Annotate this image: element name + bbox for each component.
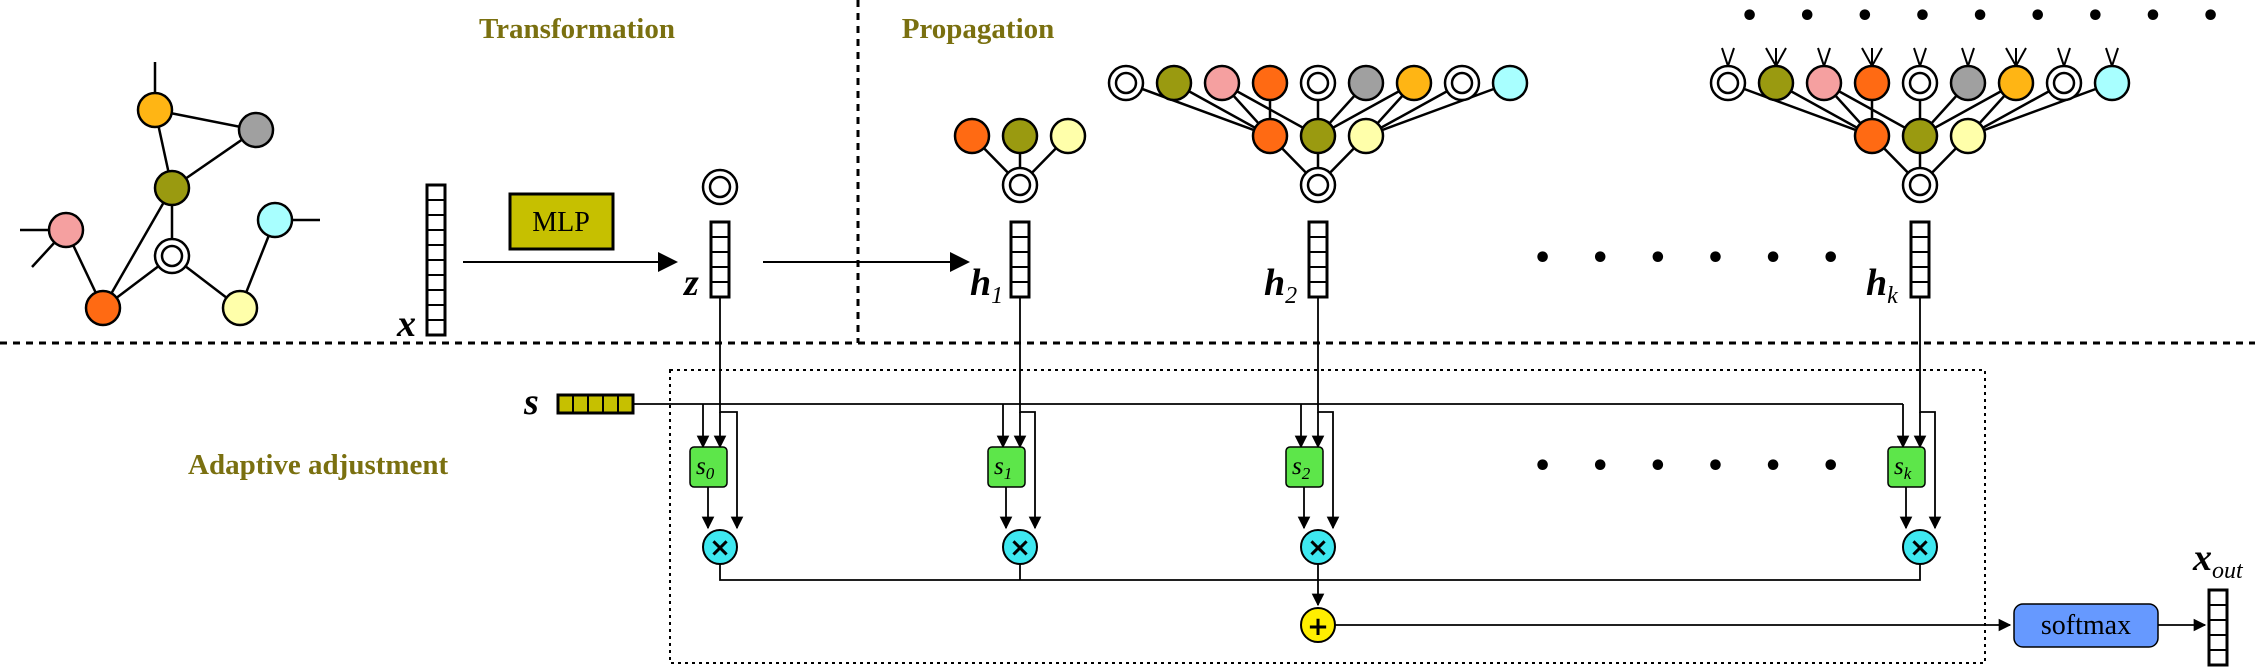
h2-tree bbox=[1107, 64, 1529, 204]
h1-vector bbox=[1009, 220, 1031, 299]
graph-node bbox=[47, 211, 85, 249]
h2-label: h2 bbox=[1264, 262, 1297, 309]
target-node bbox=[153, 237, 191, 275]
z-label: z bbox=[682, 262, 699, 304]
h2-vector bbox=[1307, 220, 1329, 299]
s-to-multiply bbox=[701, 487, 1913, 530]
svg-text:×: × bbox=[1009, 533, 1031, 563]
svg-text:s0: s0 bbox=[696, 453, 715, 483]
graph-node bbox=[221, 289, 259, 327]
ellipsis-propagation: • • • • • • bbox=[1533, 241, 1854, 276]
s-node-1: s1 bbox=[987, 446, 1026, 488]
s-node-2: s2 bbox=[1285, 446, 1324, 488]
svg-text:×: × bbox=[1307, 533, 1329, 563]
sum-bus bbox=[719, 564, 1921, 607]
z-node bbox=[701, 168, 739, 206]
input-graph-nodes bbox=[47, 91, 294, 327]
graph-node bbox=[256, 201, 294, 239]
xout-label: xout bbox=[2192, 537, 2244, 584]
hk-vector bbox=[1909, 220, 1931, 299]
x-label: x bbox=[396, 303, 416, 345]
mlp-box bbox=[508, 192, 615, 251]
svg-text:+: + bbox=[1307, 612, 1329, 642]
add-operator: + bbox=[1300, 607, 1336, 643]
graph-node bbox=[136, 91, 174, 129]
xout-vector bbox=[2207, 588, 2229, 667]
graph-node bbox=[153, 169, 191, 207]
hk-tree-fringe bbox=[1721, 47, 2119, 67]
multiply-1: × bbox=[1002, 529, 1038, 565]
svg-text:×: × bbox=[1909, 533, 1931, 563]
svg-text:sk: sk bbox=[1894, 453, 1912, 483]
h1-tree bbox=[953, 117, 1087, 204]
multiply-2: × bbox=[1300, 529, 1336, 565]
mlp-label: MLP bbox=[532, 207, 590, 238]
s-label: s bbox=[523, 381, 539, 423]
x-vector bbox=[425, 183, 447, 337]
s-node-0: s0 bbox=[689, 446, 728, 488]
graph-node bbox=[84, 289, 122, 327]
multiply-k: × bbox=[1902, 529, 1938, 565]
adaptive-adjustment-title: Adaptive adjustment bbox=[188, 449, 449, 481]
ellipsis-top: • • • • • • • • • • • bbox=[1740, 0, 2255, 34]
h1-label: h1 bbox=[970, 262, 1003, 309]
h-feeds bbox=[713, 297, 1942, 530]
ellipsis-adjustment: • • • • • • bbox=[1533, 449, 1854, 484]
transformation-title: Transformation bbox=[479, 13, 675, 45]
svg-text:×: × bbox=[709, 533, 731, 563]
hk-label: hk bbox=[1866, 262, 1898, 309]
softmax-label: softmax bbox=[2041, 610, 2131, 641]
propagation-title: Propagation bbox=[902, 13, 1055, 45]
svg-text:s1: s1 bbox=[994, 453, 1012, 483]
s-vector bbox=[556, 393, 635, 415]
hk-tree-nodes bbox=[1709, 64, 2131, 204]
svg-text:s2: s2 bbox=[1292, 453, 1311, 483]
multiply-0: × bbox=[702, 529, 738, 565]
graph-node bbox=[237, 111, 275, 149]
s-bus bbox=[633, 403, 1910, 449]
z-vector bbox=[709, 220, 731, 299]
s-node-k: sk bbox=[1887, 446, 1926, 488]
